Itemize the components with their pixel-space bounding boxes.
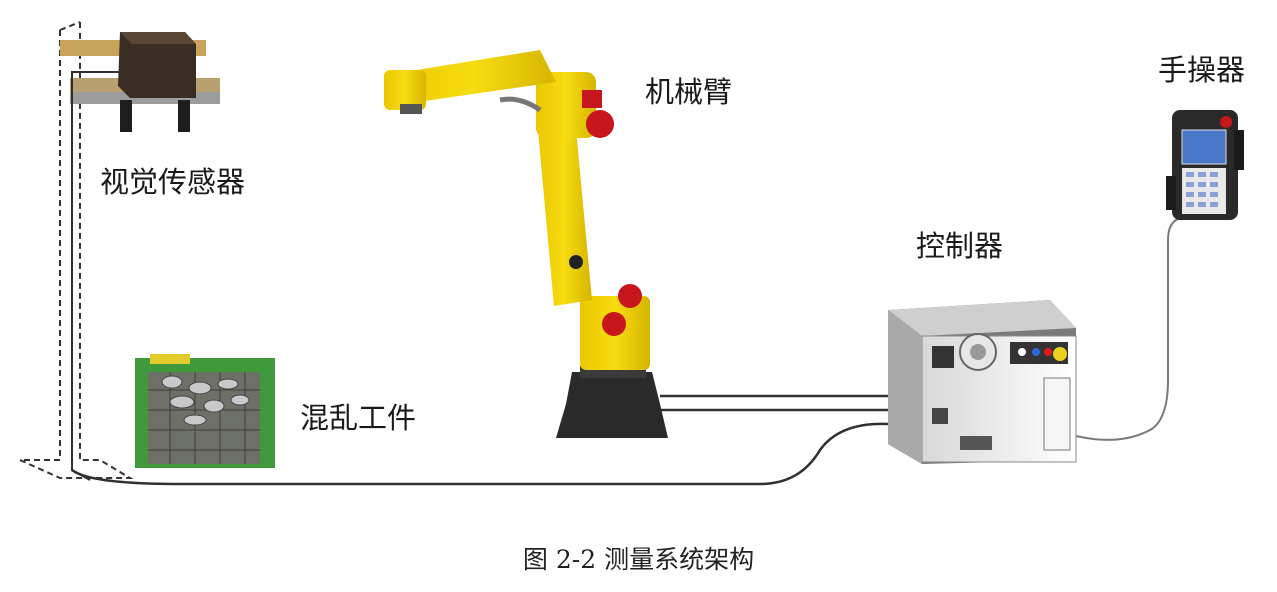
parts-basket: [135, 354, 275, 468]
vision-sensor: [118, 32, 196, 132]
figure-caption: 图 2-2 测量系统架构: [0, 540, 1277, 576]
robot-arm: [384, 50, 668, 438]
label-controller: 控制器: [916, 232, 1003, 261]
label-robot-arm: 机械臂: [645, 78, 732, 107]
label-cluttered-parts: 混乱工件: [300, 404, 416, 433]
teach-pendant: [1166, 110, 1244, 220]
label-teach-pendant: 手操器: [1158, 56, 1245, 85]
pendant-cable: [1076, 218, 1180, 440]
label-vision-sensor: 视觉传感器: [100, 168, 245, 197]
arm-controller-cables: [660, 396, 890, 410]
controller-cabinet: [888, 300, 1076, 464]
